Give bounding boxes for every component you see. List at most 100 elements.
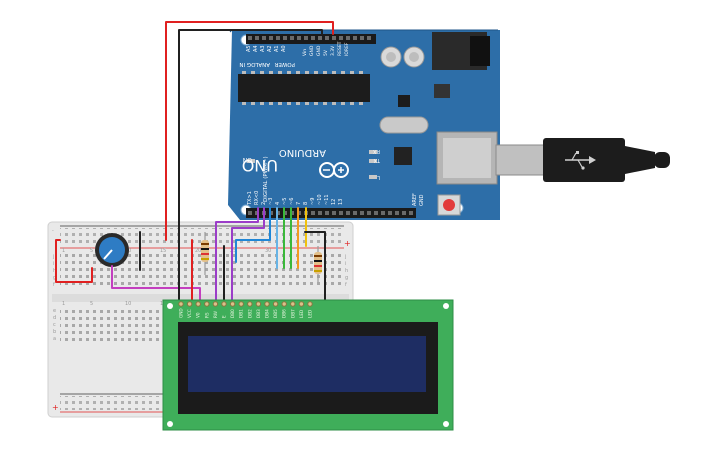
chip-pin	[323, 71, 327, 74]
lcd-pin[interactable]	[307, 301, 313, 307]
voltage-regulator	[434, 84, 450, 98]
lcd-pin[interactable]	[298, 301, 305, 307]
row-letter: g	[345, 275, 348, 281]
digital-pin-label: ~6	[289, 198, 295, 205]
lcd-pin[interactable]	[186, 301, 193, 307]
header-pin[interactable]	[346, 211, 350, 215]
chip-pin	[278, 102, 282, 105]
header-pin[interactable]	[262, 36, 266, 40]
header-pin[interactable]	[353, 36, 357, 40]
header-pin[interactable]	[409, 211, 413, 215]
header-pin[interactable]	[339, 36, 343, 40]
analog-pin-label: A2	[267, 45, 273, 52]
potentiometer[interactable]	[95, 233, 129, 267]
chip-pin	[359, 71, 363, 74]
lcd-pin-label: LED	[308, 310, 313, 318]
row-letter: j	[344, 254, 346, 260]
header-pin[interactable]	[276, 36, 280, 40]
chip-pin	[260, 102, 264, 105]
chip-pin	[269, 71, 273, 74]
l-led	[369, 175, 377, 179]
pot-indicator	[103, 249, 113, 260]
lcd-pin-label: DB4	[265, 309, 270, 318]
header-pin[interactable]	[325, 36, 329, 40]
lcd-pin[interactable]	[290, 301, 296, 307]
digital-pin-label: ~3	[268, 198, 274, 205]
header-pin[interactable]	[269, 36, 273, 40]
lcd-pin[interactable]	[195, 301, 201, 307]
rail-minus-label: -	[52, 228, 54, 234]
reset-button-cap[interactable]	[443, 199, 455, 211]
row-letter: a	[53, 336, 56, 342]
l-led-label: L	[377, 174, 380, 180]
header-pin[interactable]	[255, 36, 259, 40]
lcd-mount-hole	[443, 421, 449, 427]
header-pin[interactable]	[374, 211, 378, 215]
header-pin[interactable]	[346, 36, 350, 40]
wire-5v-red	[165, 21, 334, 241]
lcd-pin[interactable]	[221, 301, 227, 307]
power-pin-label: Vin	[302, 49, 308, 56]
digital-header[interactable]	[246, 208, 416, 218]
rx-led	[369, 150, 377, 154]
rx-led-label: RX	[373, 148, 380, 154]
crystal-oscillator	[379, 116, 429, 134]
resistor-contrast	[201, 232, 209, 275]
lcd-pin[interactable]	[272, 301, 279, 307]
header-pin[interactable]	[304, 36, 308, 40]
chip-pin	[314, 71, 318, 74]
lcd-pin[interactable]	[212, 301, 219, 307]
lcd-pin-label: DB2	[247, 309, 252, 318]
chip-pin	[251, 71, 255, 74]
chip-pin	[350, 71, 354, 74]
header-pin[interactable]	[367, 36, 371, 40]
arduino-logo-text: ARDUINO	[279, 147, 326, 158]
header-pin[interactable]	[290, 36, 294, 40]
wire-db-blue	[235, 207, 271, 263]
lcd-pin-label: VCC	[187, 309, 192, 318]
header-pin[interactable]	[339, 211, 343, 215]
header-pin[interactable]	[318, 211, 322, 215]
digital-pin-label: RX<0	[254, 191, 260, 205]
power-pin-label: 5V	[323, 49, 329, 56]
row-letter: b	[53, 329, 56, 335]
header-pin[interactable]	[395, 211, 399, 215]
header-pin[interactable]	[367, 211, 371, 215]
header-pin[interactable]	[381, 211, 385, 215]
header-pin[interactable]	[248, 36, 252, 40]
header-pin[interactable]	[248, 211, 252, 215]
usb-plug-metal	[495, 144, 545, 176]
header-pin[interactable]	[388, 211, 392, 215]
header-pin[interactable]	[311, 36, 315, 40]
wires	[55, 21, 334, 301]
header-pin[interactable]	[332, 211, 336, 215]
header-pin[interactable]	[332, 36, 336, 40]
lcd-pin[interactable]	[281, 301, 287, 307]
lcd-pin[interactable]	[255, 301, 262, 307]
lcd-pin[interactable]	[178, 301, 184, 307]
column-number: 5	[90, 248, 93, 254]
lcd-pin[interactable]	[204, 301, 210, 307]
lcd-pin[interactable]	[229, 301, 236, 307]
header-pin[interactable]	[297, 36, 301, 40]
digital-pin-label: 7	[296, 202, 302, 205]
header-pin[interactable]	[360, 36, 364, 40]
header-pin[interactable]	[283, 36, 287, 40]
header-pin[interactable]	[360, 211, 364, 215]
lcd-pin[interactable]	[238, 301, 244, 307]
column-number: 20	[195, 248, 201, 254]
lcd-pin[interactable]	[247, 301, 253, 307]
row-letter: g	[53, 275, 56, 281]
lcd-pin[interactable]	[264, 301, 270, 307]
header-pin[interactable]	[311, 211, 315, 215]
power-pin-label: 3.3V	[330, 45, 336, 56]
chip-pin	[278, 71, 282, 74]
header-pin[interactable]	[318, 36, 322, 40]
header-pin[interactable]	[353, 211, 357, 215]
header-pin[interactable]	[325, 211, 329, 215]
wire-e-purple	[231, 207, 265, 301]
row-letter: f	[53, 282, 55, 288]
on-led	[247, 159, 255, 163]
digital-pin-label: ~11	[324, 194, 330, 205]
header-pin[interactable]	[402, 211, 406, 215]
